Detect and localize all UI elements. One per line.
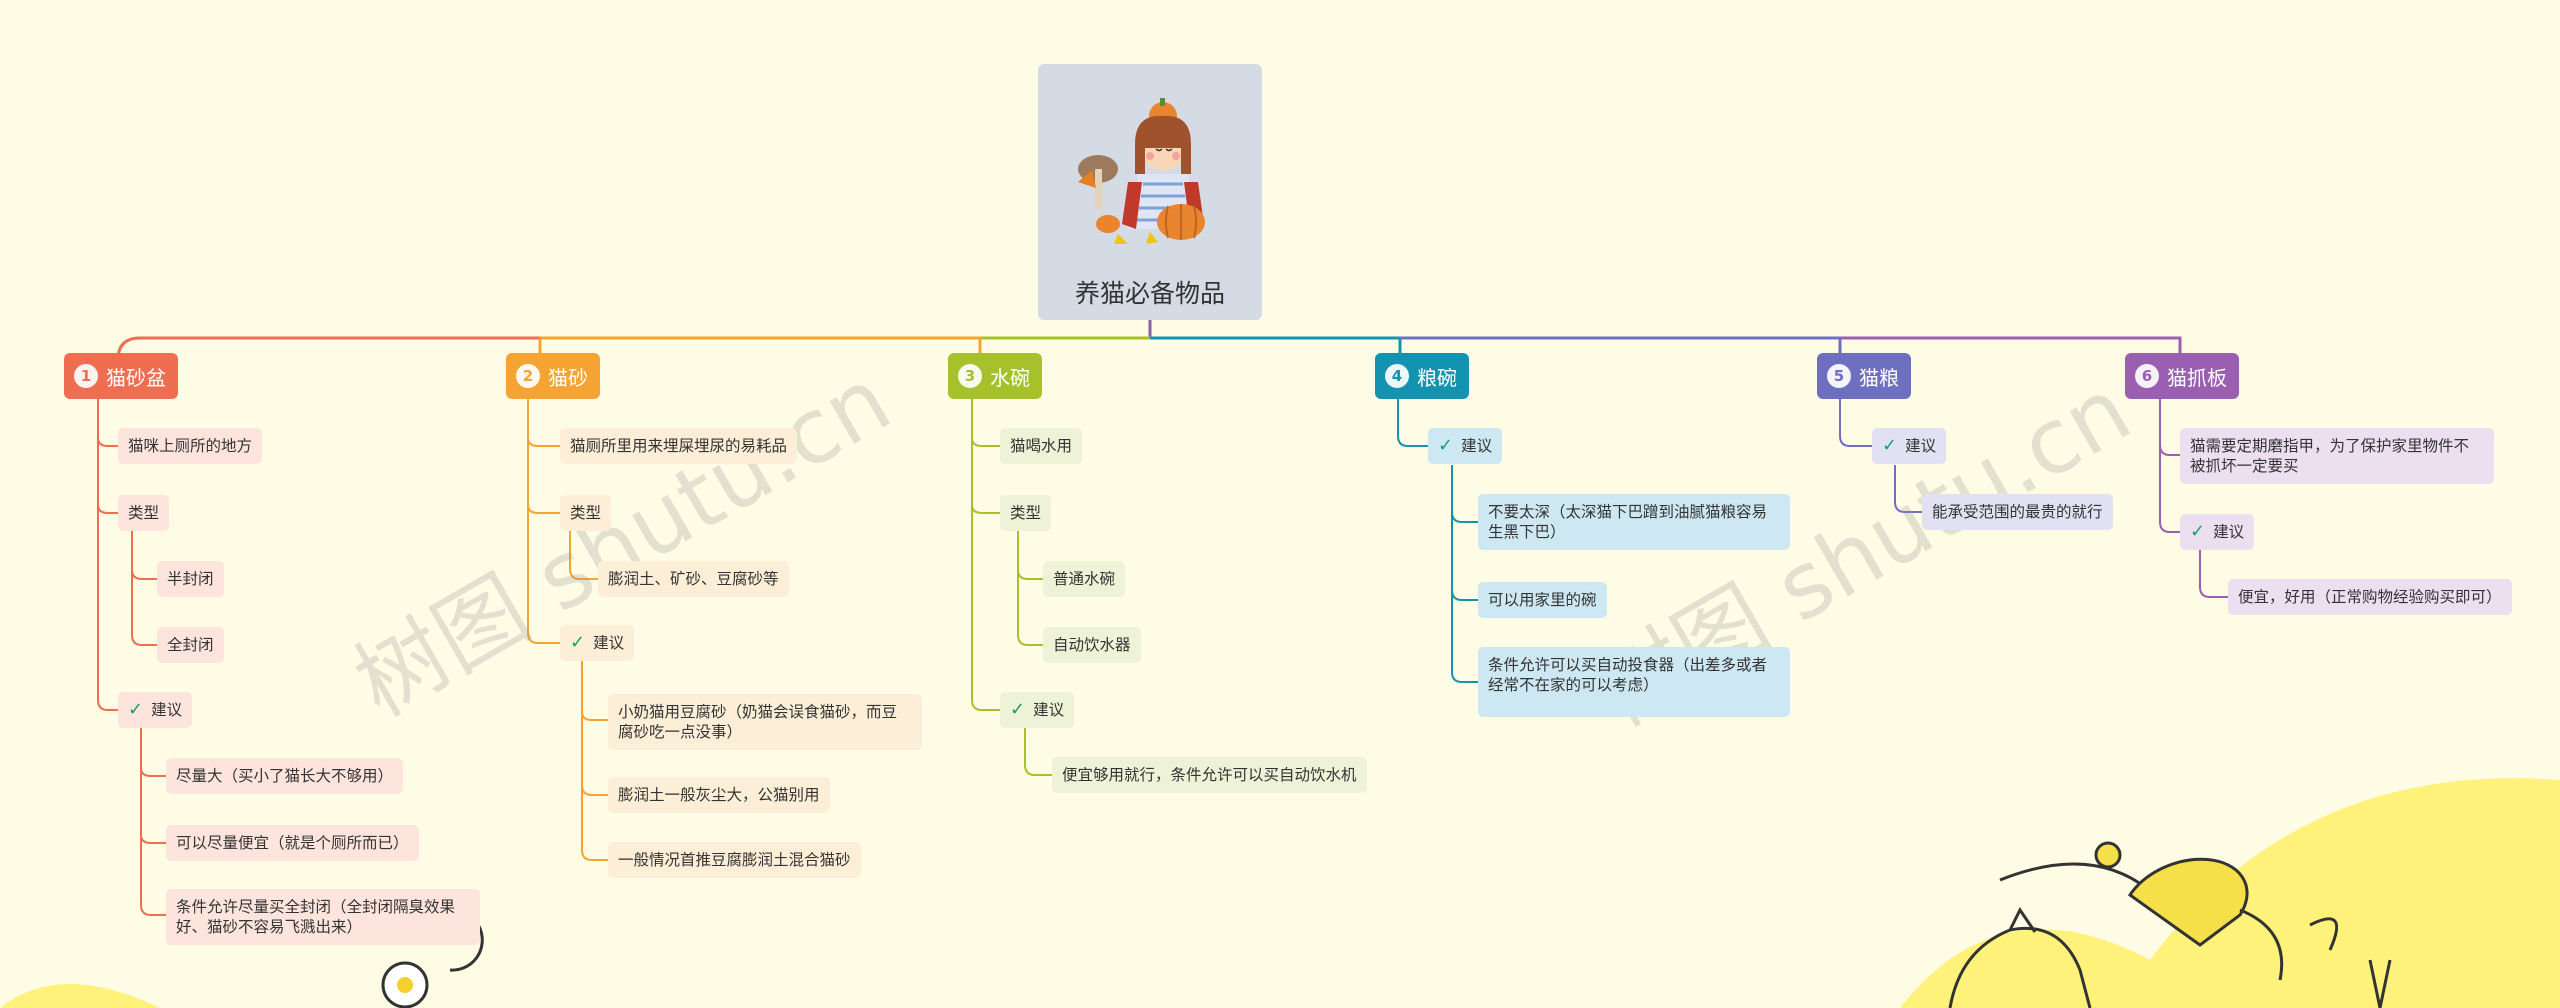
node-auto-fountain[interactable]: 自动饮水器: [1043, 627, 1141, 663]
branch-2-lines: [527, 398, 608, 861]
node-advice-home-bowl[interactable]: 可以用家里的碗: [1478, 582, 1607, 618]
node-advice-cheap-good[interactable]: 便宜，好用（正常购物经验购买即可）: [2228, 579, 2512, 615]
check-icon: ✓: [1438, 435, 1454, 456]
node-label: 建议: [151, 701, 183, 719]
branch-label: 猫砂: [548, 365, 588, 390]
bus-4: [1150, 336, 1402, 360]
node-advice-enclosed[interactable]: 条件允许尽量买全封闭（全封闭隔臭效果好、猫砂不容易飞溅出来）: [166, 889, 480, 945]
branch-food-bowl[interactable]: 4 粮碗: [1375, 353, 1469, 399]
node-advice-cheap-fountain[interactable]: 便宜够用就行，条件允许可以买自动饮水机: [1052, 757, 1367, 793]
branch-water-bowl[interactable]: 3 水碗: [948, 353, 1042, 399]
branch-cat-litter[interactable]: 2 猫砂: [506, 353, 600, 399]
branch-label: 猫粮: [1859, 365, 1899, 390]
node-advice-bentonite-dust[interactable]: 膨润土一般灰尘大，公猫别用: [608, 777, 830, 813]
branch-4-lines: [1397, 398, 1478, 683]
branch-label: 水碗: [990, 365, 1030, 390]
branch-number: 2: [516, 364, 540, 388]
branch-1-lines: [97, 398, 166, 916]
node-litter-advice[interactable]: ✓ 建议: [560, 625, 635, 661]
branch-number: 6: [2135, 364, 2159, 388]
decor-blob-left: [0, 984, 160, 1008]
bus-drops: [538, 338, 982, 360]
node-advice-mixed-litter[interactable]: 一般情况首推豆腐膨润土混合猫砂: [608, 842, 861, 878]
branch-number: 5: [1827, 364, 1851, 388]
branch-litter-box[interactable]: 1 猫砂盆: [64, 353, 178, 399]
node-litter-purpose[interactable]: 猫厕所里用来埋屎埋尿的易耗品: [560, 428, 798, 464]
node-label: 建议: [1033, 701, 1065, 719]
node-scratch-advice[interactable]: ✓ 建议: [2180, 514, 2255, 550]
check-icon: ✓: [128, 699, 144, 720]
node-litter-types[interactable]: 类型: [560, 495, 612, 531]
node-food-bowl-advice[interactable]: ✓ 建议: [1428, 428, 1503, 464]
branch-label: 粮碗: [1417, 365, 1457, 390]
node-semi-enclosed[interactable]: 半封闭: [157, 561, 224, 597]
node-water-types[interactable]: 类型: [1000, 495, 1052, 531]
node-advice-expensive[interactable]: 能承受范围的最贵的就行: [1922, 494, 2113, 530]
branch-label: 猫抓板: [2167, 365, 2227, 390]
node-fully-enclosed[interactable]: 全封闭: [157, 627, 224, 663]
root-node[interactable]: 养猫必备物品: [1038, 64, 1262, 320]
girl-with-pumpkin-illustration: [1078, 98, 1205, 244]
node-label: 建议: [593, 634, 625, 652]
check-icon: ✓: [1010, 699, 1026, 720]
node-cat-food-advice[interactable]: ✓ 建议: [1872, 428, 1947, 464]
check-icon: ✓: [570, 632, 586, 653]
branch-number: 4: [1385, 364, 1409, 388]
branch-number: 1: [74, 364, 98, 388]
node-advice-not-deep[interactable]: 不要太深（太深猫下巴蹭到油腻猫粮容易生黑下巴）: [1478, 494, 1790, 550]
node-litter-kinds[interactable]: 膨润土、矿砂、豆腐砂等: [598, 561, 789, 597]
check-icon: ✓: [2190, 521, 2206, 542]
node-advice-auto-feeder[interactable]: 条件允许可以买自动投食器（出差多或者经常不在家的可以考虑）: [1478, 647, 1790, 717]
node-litter-box-purpose[interactable]: 猫咪上厕所的地方: [118, 428, 263, 464]
node-normal-bowl[interactable]: 普通水碗: [1043, 561, 1126, 597]
node-label: 建议: [1905, 437, 1937, 455]
branch-scratch-board[interactable]: 6 猫抓板: [2125, 353, 2239, 399]
node-advice-cheap[interactable]: 可以尽量便宜（就是个厕所而已）: [166, 825, 419, 861]
bus-1: [116, 336, 540, 361]
node-advice-kitten-tofu[interactable]: 小奶猫用豆腐砂（奶猫会误食猫砂，而豆腐砂吃一点没事）: [608, 694, 922, 750]
branch-5-lines: [1839, 398, 1922, 513]
node-advice-size[interactable]: 尽量大（买小了猫长大不够用）: [166, 758, 404, 794]
node-label: 建议: [2213, 523, 2245, 541]
branch-3-lines: [971, 398, 1052, 776]
branch-label: 猫砂盆: [106, 365, 166, 390]
node-water-purpose[interactable]: 猫喝水用: [1000, 428, 1083, 464]
node-water-advice[interactable]: ✓ 建议: [1000, 692, 1075, 728]
root-title: 养猫必备物品: [1074, 279, 1225, 308]
node-litter-box-types[interactable]: 类型: [118, 495, 170, 531]
node-label: 建议: [1461, 437, 1493, 455]
node-litter-box-advice[interactable]: ✓ 建议: [118, 692, 193, 728]
decor-cat-illustration: [1948, 841, 2392, 1008]
node-scratch-purpose[interactable]: 猫需要定期磨指甲，为了保护家里物件不被抓坏一定要买: [2180, 428, 2494, 484]
branch-number: 3: [958, 364, 982, 388]
check-icon: ✓: [1882, 435, 1898, 456]
branch-cat-food[interactable]: 5 猫粮: [1817, 353, 1911, 399]
decor-flower-center: [397, 977, 413, 993]
branch-6-lines: [2159, 398, 2228, 598]
